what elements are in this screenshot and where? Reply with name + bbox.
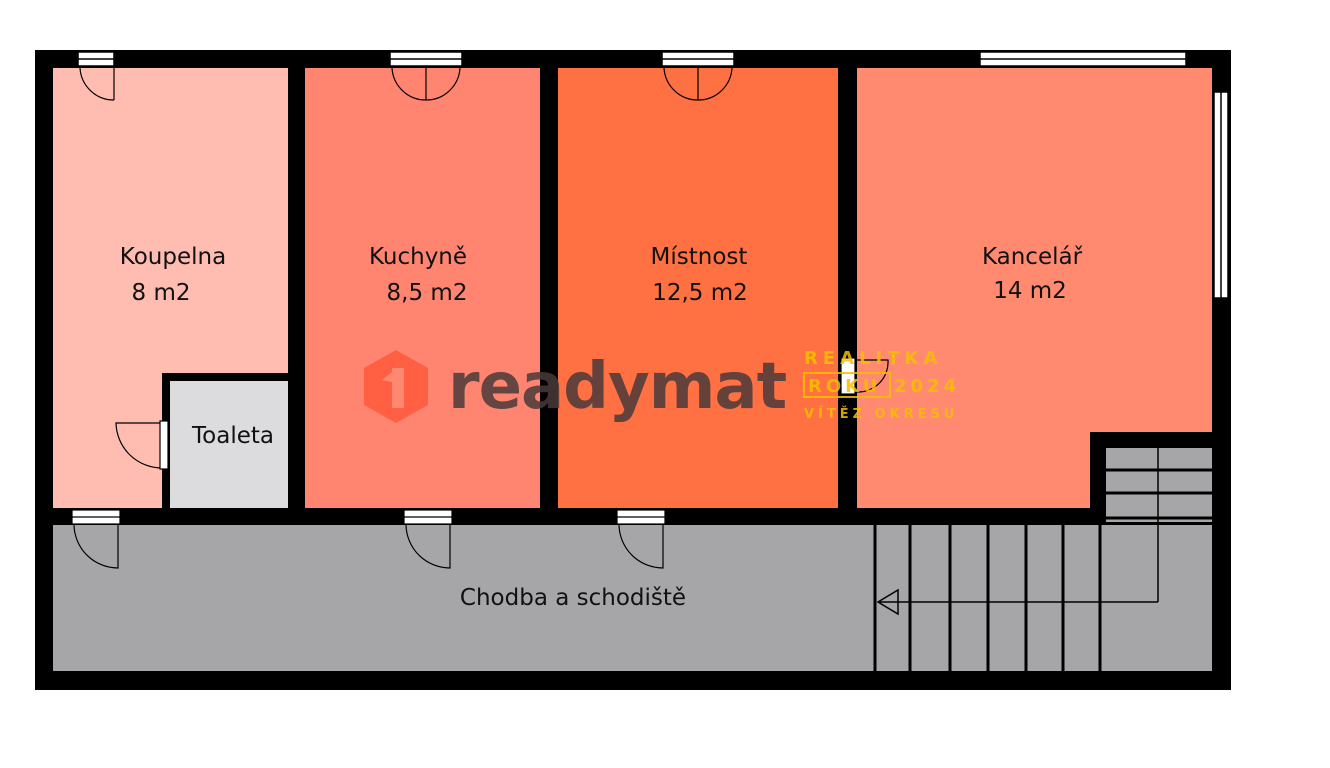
- door-koupelna-window-swing: [79, 67, 115, 101]
- door-mistnost-window-swing: [663, 67, 733, 101]
- door-mistnost: [618, 524, 664, 569]
- watermark-brand: readymat: [448, 350, 787, 424]
- award-badge: REALITKA ROKU 2024 VÍTĚZ OKRESU: [803, 348, 960, 422]
- room-toaleta: [170, 381, 288, 508]
- label-mistnost: Místnost: [651, 244, 748, 270]
- door-kancelar: [856, 359, 889, 393]
- room-chodba: [53, 525, 1212, 671]
- label-kuchyne: Kuchyně: [369, 244, 467, 270]
- stair-upper: [1106, 448, 1212, 522]
- award-line3: VÍTĚZ OKRESU: [804, 406, 959, 422]
- area-koupelna: 8 m2: [132, 280, 191, 306]
- windows: [77, 51, 1229, 299]
- award-line2b: 2024: [894, 376, 960, 397]
- readymat-logo-icon: [364, 350, 428, 423]
- stairs: [873, 448, 1212, 671]
- label-kancelar: Kancelář: [982, 244, 1083, 270]
- door-frames: [71, 357, 856, 525]
- label-koupelna: Koupelna: [120, 244, 226, 270]
- room-mistnost: [558, 68, 838, 508]
- doors: [73, 67, 889, 569]
- award-line2a: ROKU: [808, 376, 881, 397]
- label-chodba: Chodba a schodiště: [460, 585, 686, 611]
- door-kuchyne-window-swing: [391, 67, 461, 101]
- door-toaleta: [115, 422, 163, 469]
- room-kuchyne: [305, 68, 540, 508]
- door-koupelna: [73, 524, 119, 569]
- award-line1: REALITKA: [804, 348, 942, 369]
- area-kuchyne: 8,5 m2: [387, 280, 468, 306]
- area-kancelar: 14 m2: [993, 278, 1067, 304]
- watermark: readymat REALITKA ROKU 2024 VÍTĚZ OKRESU: [364, 348, 960, 424]
- door-kuchyne: [405, 524, 451, 569]
- label-toaleta: Toaleta: [191, 423, 274, 449]
- area-mistnost: 12,5 m2: [652, 280, 748, 306]
